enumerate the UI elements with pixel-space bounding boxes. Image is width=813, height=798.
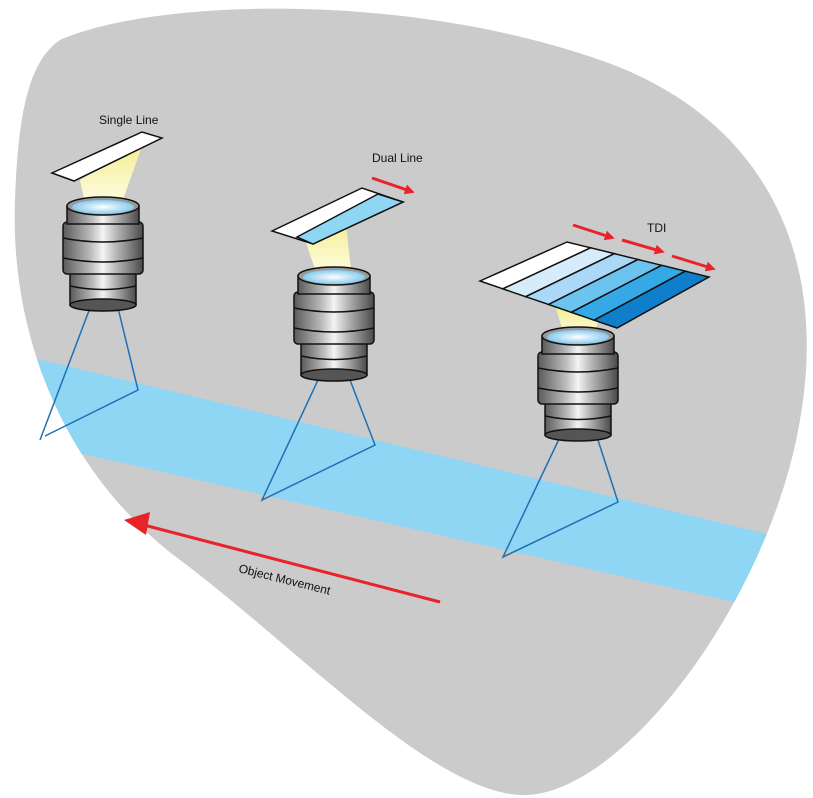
lens-icon — [62, 196, 144, 312]
tdi-camera — [477, 241, 712, 559]
single-line-label: Single Line — [99, 113, 159, 127]
single-line-camera — [39, 131, 165, 441]
field-of-view-lines — [501, 436, 619, 559]
lens-icon — [293, 266, 375, 382]
tdi-direction-arrow-3 — [671, 254, 716, 272]
light-cone — [80, 138, 145, 208]
object-movement-arrow — [139, 522, 441, 604]
lens-icon — [537, 326, 619, 442]
tdi-sensor — [477, 241, 712, 329]
field-of-view-lines-right — [44, 307, 139, 437]
dual-line-label: Dual Line — [372, 151, 423, 165]
dual-line-direction-arrow — [371, 176, 415, 195]
object-band — [14, 350, 807, 620]
dual-line-camera — [260, 187, 406, 502]
field-of-view-lines — [39, 307, 91, 441]
tdi-label: TDI — [647, 221, 666, 235]
field-of-view-lines — [260, 379, 376, 502]
single-line-sensor — [50, 131, 165, 182]
dual-line-sensor-second-row — [295, 193, 406, 245]
tdi-direction-arrow-1 — [572, 223, 615, 241]
tdi-direction-arrow-2 — [621, 238, 665, 255]
object-movement-arrowhead — [124, 512, 150, 535]
tdi-sensor-stage-6 — [592, 270, 712, 329]
